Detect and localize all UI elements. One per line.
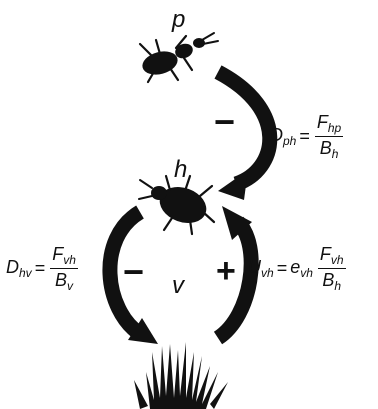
eq-fraction: Fvh Bh	[318, 244, 346, 293]
herbivore-label: h	[174, 158, 187, 182]
equation-herbivore-vegetation: Dhv = Fvh Bv	[6, 244, 80, 293]
eq-factor: evh	[290, 257, 313, 280]
equation-vegetation-herbivore: Uvh = evh Fvh Bh	[248, 244, 348, 293]
eq-lhs: Uvh	[248, 257, 274, 280]
eq-fraction: Fhp Bh	[315, 112, 343, 161]
vegetation-label: v	[172, 274, 184, 298]
beetle-icon	[140, 33, 218, 82]
sign-predator-herbivore: −	[214, 104, 235, 140]
grass-icon	[134, 342, 228, 409]
sign-vegetation-herbivore: +	[216, 254, 236, 288]
sign-herbivore-vegetation: −	[123, 254, 144, 290]
eq-lhs: Dhv	[6, 257, 32, 280]
equation-predator-herbivore: Dph = Fhp Bh	[270, 112, 345, 161]
eq-fraction: Fvh Bv	[50, 244, 78, 293]
bug-icon	[139, 176, 214, 234]
predator-label: p	[172, 8, 185, 32]
eq-lhs: Dph	[270, 125, 296, 148]
